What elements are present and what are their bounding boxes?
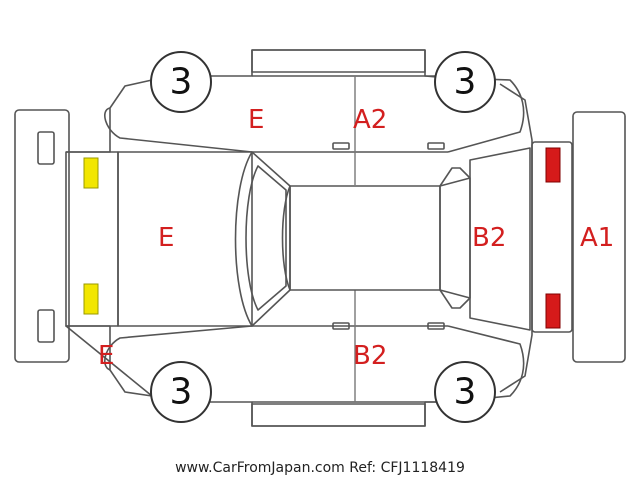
wheel-label-front-left: 3 <box>170 62 193 103</box>
front-bumper <box>14 109 70 363</box>
damage-code-rear-glass: B2 <box>472 223 506 253</box>
headlight-left <box>83 157 99 189</box>
wheel-label-rear-right: 3 <box>454 372 477 413</box>
damage-code-front-corner: E <box>98 341 114 371</box>
damage-code-top-side-left: E <box>248 105 264 135</box>
damage-code-hood: E <box>158 223 174 253</box>
damage-code-bottom-side: B2 <box>353 341 387 371</box>
wheel-front-left: 3 <box>150 51 212 113</box>
wheel-label-front-right: 3 <box>170 372 193 413</box>
wheel-rear-left: 3 <box>434 51 496 113</box>
wheel-label-rear-left: 3 <box>454 62 477 103</box>
taillight-top <box>545 147 561 183</box>
wheel-rear-right: 3 <box>434 361 496 423</box>
damage-code-rear-bumper: A1 <box>580 223 614 253</box>
footer-reference: www.CarFromJapan.com Ref: CFJ1118419 <box>175 460 465 476</box>
car-body <box>65 49 533 427</box>
taillight-bottom <box>545 293 561 329</box>
wheel-front-right: 3 <box>150 361 212 423</box>
tail-panel <box>531 141 573 333</box>
rear-bumper <box>572 111 626 363</box>
headlight-right <box>83 283 99 315</box>
damage-code-top-side-right: A2 <box>353 105 387 135</box>
